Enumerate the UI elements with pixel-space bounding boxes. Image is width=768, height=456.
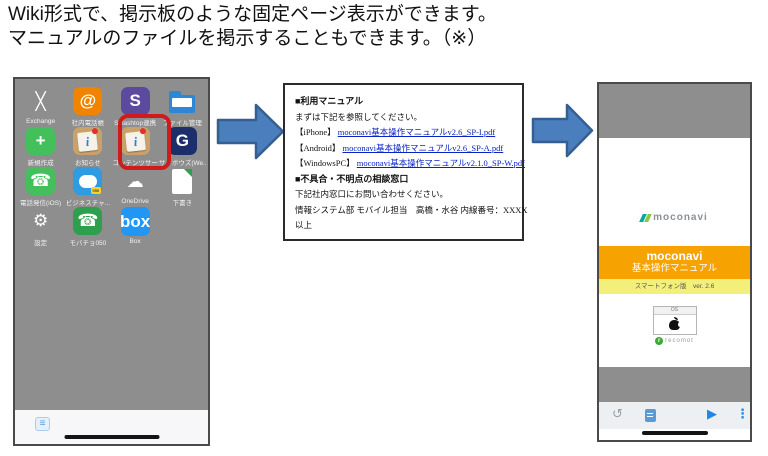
app-address-book[interactable]: @ 社内電話帳: [64, 87, 111, 127]
pdf-viewer-toolbar: ↺ ▶ ⋮: [599, 402, 750, 429]
highlight-box: [118, 114, 171, 170]
draft-page-icon: [168, 167, 197, 195]
folder-icon: [168, 87, 197, 115]
moconavi-logo-text: moconavi: [653, 212, 708, 223]
phone-plus-icon: ☎: [73, 207, 103, 236]
box-icon: box: [120, 207, 150, 236]
os-label: OS: [653, 307, 696, 315]
version-bar: スマートフォン版 ver. 2.6: [599, 279, 750, 294]
pdf-gray-margin-bottom: [599, 367, 750, 402]
arrow-right-icon: [216, 103, 285, 160]
moconavi-logo-mark-icon: [639, 213, 653, 222]
doc-link-line-android: 【Android】 moconavi基本操作マニュアルv2.6_SP-A.pdf: [295, 141, 512, 157]
app-label: Splashtop連携: [114, 120, 157, 127]
banner-title: moconavi: [646, 249, 703, 263]
pdf-gray-margin-top: [599, 84, 750, 138]
app-label: ファイル管理: [162, 120, 202, 127]
app-label: 社内電話帳: [71, 120, 105, 127]
app-label: モバチョ050: [69, 240, 107, 247]
moconavi-logo: moconavi: [599, 212, 750, 223]
doc-contact-1: 下記社内窓口にお問い合わせください。: [295, 189, 449, 199]
app-phone-call[interactable]: ☎ 電話発信(iOS): [17, 167, 64, 207]
app-drafts[interactable]: 下書き: [159, 167, 206, 207]
splashtop-icon: S: [120, 87, 150, 116]
link-prefix: 【iPhone】: [295, 127, 336, 137]
kebab-menu-icon[interactable]: ⋮: [736, 406, 749, 421]
app-onedrive[interactable]: ☁ OneDrive: [112, 167, 159, 207]
app-business-chat[interactable]: ビジネスチャ...: [64, 167, 111, 207]
app-mobacho[interactable]: ☎ 050 モバチョ050: [64, 187, 111, 247]
app-label: お知らせ: [74, 160, 101, 167]
app-label: ビジネスチャ...: [65, 200, 111, 207]
onedrive-cloud-icon: ☁: [126, 172, 144, 191]
wiki-page-preview: ■利用マニュアル まずは下記を参照してください。 【iPhone】 mocona…: [283, 83, 528, 241]
app-label: Exchange: [26, 118, 56, 125]
cybozu-icon: G: [167, 127, 197, 156]
right-phone-screenshot: moconavi moconavi 基本操作マニュアル スマートフォン版 ver…: [597, 82, 752, 442]
recomot-brand: r recomot: [599, 337, 750, 345]
gear-icon: ⚙: [33, 211, 49, 231]
recomot-logo-icon: r: [655, 337, 664, 345]
app-label: 設定: [34, 240, 48, 247]
app-create-new[interactable]: + 新規作成: [17, 127, 64, 167]
arrow-right-icon: [531, 103, 594, 158]
app-box[interactable]: box Box: [112, 207, 159, 247]
phone-icon: ☎: [26, 167, 56, 196]
app-label: 新規作成: [27, 160, 54, 167]
document-icon[interactable]: [645, 409, 656, 422]
doc-link-line-iphone: 【iPhone】 moconavi基本操作マニュアルv2.6_SP-I.pdf: [295, 125, 512, 141]
content-server-icon: i: [120, 127, 150, 156]
app-exchange[interactable]: ╳ Exchange: [17, 87, 64, 127]
notice-icon: i: [73, 127, 103, 156]
link-prefix: 【WindowsPC】: [295, 158, 355, 168]
recomot-text: recomot: [665, 338, 694, 344]
app-label: Box: [129, 238, 141, 245]
apple-logo-icon: [669, 316, 682, 330]
list-icon[interactable]: ≡: [35, 417, 50, 431]
doc-heading-manual: ■利用マニュアル: [295, 96, 364, 106]
left-phone-screenshot: ╳ Exchange @ 社内電話帳 S Splashtop連携 ファイル管理 …: [13, 77, 210, 446]
app-grid: ╳ Exchange @ 社内電話帳 S Splashtop連携 ファイル管理 …: [17, 87, 206, 247]
caption-line-2: マニュアルのファイルを掲示することもできます。（※）: [8, 28, 487, 49]
doc-contact-2: 情報システム部 モバイル担当 高橋・水谷 内線番号：XXXX: [295, 204, 528, 215]
address-book-icon: @: [73, 87, 103, 116]
manual-title-banner: moconavi 基本操作マニュアル: [599, 246, 750, 279]
app-notice[interactable]: i お知らせ: [64, 127, 111, 167]
app-label: OneDrive: [121, 198, 149, 205]
doc-intro: まずは下記を参照してください。: [295, 111, 422, 122]
doc-link-line-windows: 【WindowsPC】 moconavi基本操作マニュアルv2.1.0_SP-W…: [295, 156, 525, 172]
app-cybozu[interactable]: G サイボウズ(We...: [159, 127, 206, 167]
app-label: コンテンツサー: [112, 160, 158, 167]
app-label: サイボウズ(We...: [158, 160, 206, 167]
banner-subtitle: 基本操作マニュアル: [631, 263, 718, 274]
app-settings[interactable]: ⚙ 設定: [17, 207, 64, 247]
manual-link-android[interactable]: moconavi基本操作マニュアルv2.6_SP-A.pdf: [342, 142, 504, 153]
app-file-manager[interactable]: ファイル管理: [159, 87, 206, 127]
badge-050: 050: [90, 187, 102, 194]
app-content-server[interactable]: i コンテンツサー: [112, 127, 159, 167]
undo-icon[interactable]: ↺: [612, 406, 623, 421]
home-indicator[interactable]: [641, 431, 708, 435]
exchange-icon: ╳: [35, 91, 46, 111]
create-new-icon: +: [26, 127, 56, 156]
manual-link-windows[interactable]: moconavi基本操作マニュアルv2.1.0_SP-W.pdf: [356, 158, 526, 168]
home-indicator[interactable]: [64, 435, 159, 439]
manual-link-iphone[interactable]: moconavi基本操作マニュアルv2.6_SP-I.pdf: [337, 127, 496, 137]
link-prefix: 【Android】: [295, 142, 341, 153]
caption: Wiki形式で、掲示板のような固定ページ表示ができます。 マニュアルのファイルを…: [8, 3, 497, 51]
doc-closing: 以上: [295, 220, 313, 230]
app-label: 電話発信(iOS): [20, 200, 62, 207]
bottom-bar: ≡: [15, 410, 208, 444]
app-label: 下書き: [172, 200, 193, 207]
app-splashtop[interactable]: S Splashtop連携: [112, 87, 159, 127]
play-icon[interactable]: ▶: [707, 406, 717, 421]
caption-line-1: Wiki形式で、掲示板のような固定ページ表示ができます。: [8, 4, 497, 25]
doc-heading-contact: ■不具合・不明点の相談窓口: [295, 173, 409, 184]
os-box: OS: [652, 306, 697, 335]
